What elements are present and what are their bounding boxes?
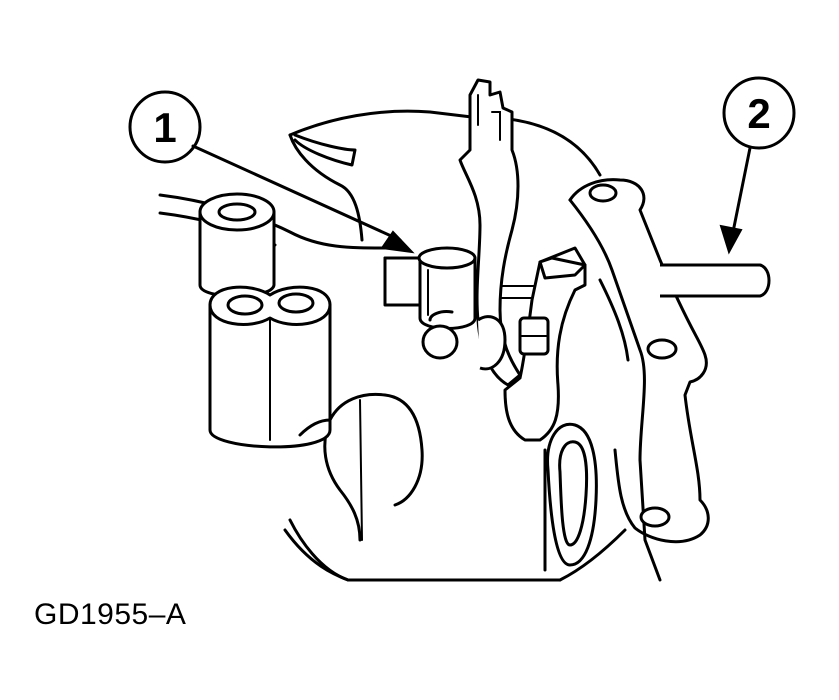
detent-bracket <box>503 246 587 442</box>
callout-1-circle <box>128 90 202 164</box>
flange-bolt-hole-middle <box>646 338 678 360</box>
callout-2-circle <box>722 76 796 150</box>
callout-2-label: 2 <box>747 90 770 137</box>
callout-1-leader <box>191 144 402 242</box>
callout-1-label: 1 <box>153 104 176 151</box>
mounting-flange <box>568 178 710 582</box>
figure-id-label: GD1955–A <box>34 598 187 631</box>
flange-bolt-hole-bottom <box>639 506 671 528</box>
flange-bolt-hole-top <box>588 183 618 203</box>
shift-lever <box>458 78 522 387</box>
callout-1: 1 <box>128 90 415 254</box>
callout-1-arrowhead <box>380 230 415 254</box>
callout-2-leader <box>731 146 752 234</box>
shaft-seal-bore <box>546 422 598 567</box>
shift-shaft <box>383 256 771 307</box>
callout-2: 2 <box>719 76 796 255</box>
hose-nipples <box>198 192 332 449</box>
selector-collar <box>417 246 507 371</box>
callout-2-arrowhead <box>719 224 743 255</box>
